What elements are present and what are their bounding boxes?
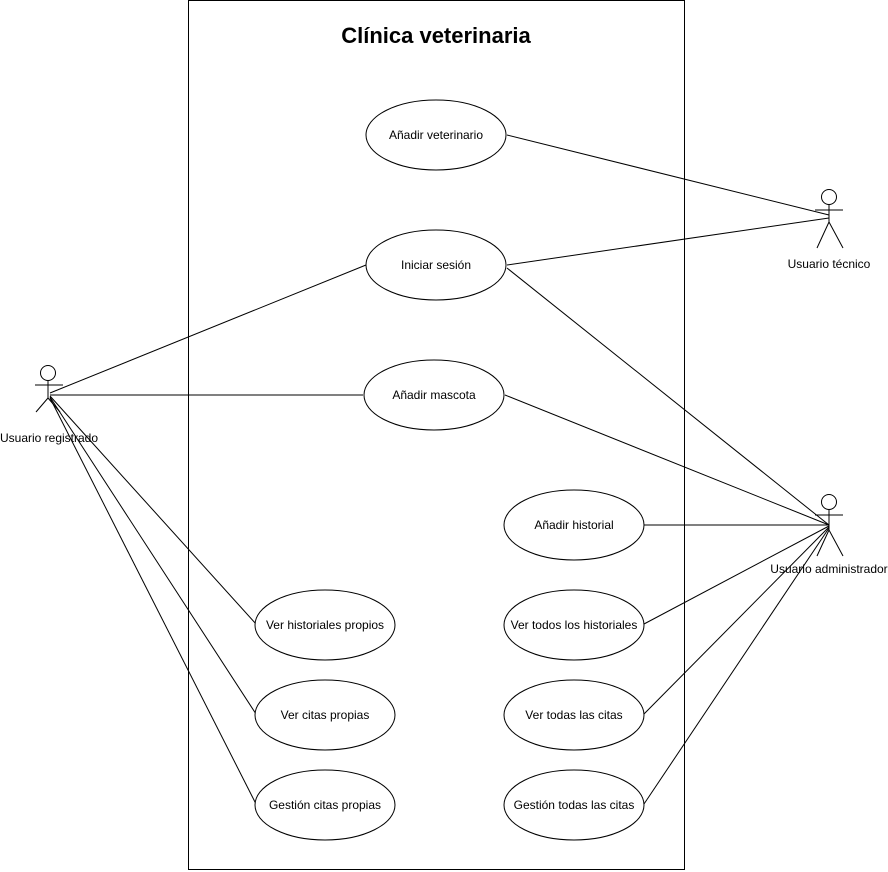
use-case-anadir-mascota: Añadir mascota [363,359,505,431]
actor-usuario-administrador: Usuario administrador [770,494,888,576]
assoc-tecnico-iniciar-sesion [506,217,830,266]
diagram-title: Clínica veterinaria [341,23,531,48]
assoc-admin-ver-todos-historiales [643,525,830,625]
use-case-label: Ver todas las citas [525,708,622,722]
use-case-label: Ver historiales propios [266,618,384,632]
use-case-ver-todas-citas: Ver todas las citas [503,679,645,751]
use-case-label: Añadir historial [534,518,613,532]
assoc-tecnico-anadir-veterinario [506,134,830,216]
stick-figure-icon [35,365,63,413]
use-case-anadir-veterinario: Añadir veterinario [365,99,507,171]
use-case-label: Añadir veterinario [389,128,483,142]
use-case-anadir-historial: Añadir historial [503,489,645,561]
use-case-label: Gestión todas las citas [514,798,635,812]
stick-figure-icon [815,494,844,557]
associations [49,134,830,805]
actor-usuario-tecnico: Usuario técnico [788,189,871,271]
assoc-admin-iniciar-sesion [506,267,830,526]
assoc-admin-ver-todas-citas [643,526,830,715]
use-case-label: Añadir mascota [392,388,476,402]
assoc-admin-anadir-mascota [504,394,830,526]
actor-label: Usuario administrador [770,562,887,576]
assoc-admin-gestion-todas-citas [643,527,830,805]
use-case-ver-historiales-propios: Ver historiales propios [254,589,396,661]
stick-figure-icon [815,189,844,249]
use-case-label: Iniciar sesión [401,258,471,272]
use-case-label: Gestión citas propias [269,798,381,812]
actor-label: Usuario técnico [788,257,871,271]
use-case-label: Ver citas propias [281,708,370,722]
use-case-iniciar-sesion: Iniciar sesión [365,229,507,301]
assoc-registrado-iniciar-sesion [49,264,367,394]
use-case-ver-todos-historiales: Ver todos los historiales [503,589,645,661]
assoc-registrado-gestion-citas-propias [49,397,257,805]
use-case-label: Ver todos los historiales [511,618,638,632]
assoc-registrado-ver-historiales-propios [49,395,257,625]
actor-label: Usuario registrado [0,431,98,445]
use-case-gestion-todas-citas: Gestión todas las citas [503,769,645,841]
actor-usuario-registrado: Usuario registrado [0,365,98,445]
use-case-gestion-citas-propias: Gestión citas propias [254,769,396,841]
use-case-ver-citas-propias: Ver citas propias [254,679,396,751]
assoc-registrado-ver-citas-propias [49,396,257,715]
